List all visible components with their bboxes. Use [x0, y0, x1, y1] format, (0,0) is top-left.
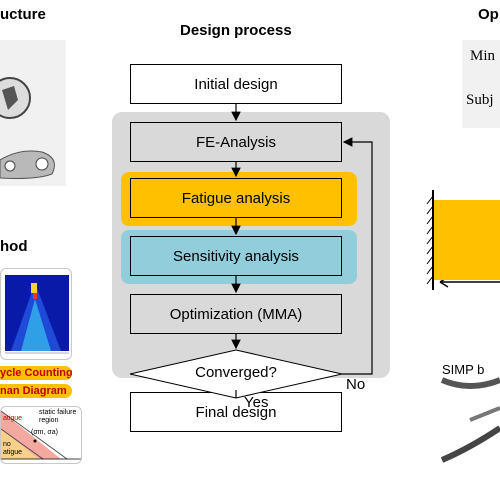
design-process-header: Design process — [180, 22, 292, 39]
rainflow-heatmap — [5, 275, 69, 354]
chain-link-image — [0, 77, 55, 179]
fatigue-label: atigue — [3, 415, 23, 422]
sensitivity-analysis-box: Sensitivity analysis — [130, 236, 342, 276]
haigh-diagram-pill: nan Diagram — [0, 384, 72, 398]
fe-analysis-box: FE-Analysis — [130, 122, 342, 162]
structure-image-panel — [0, 40, 66, 186]
minimize-label: Min — [470, 48, 496, 64]
heatmap-panel — [0, 268, 72, 360]
final-design-box: Final design — [130, 392, 342, 432]
fatigue-chart-panel: static failure region (σm, σa) atigue no… — [0, 406, 82, 464]
simp-label: SIMP b — [442, 362, 485, 377]
cycle-counting-pill: ycle Counting — [0, 366, 72, 380]
no-fatigue-label-2: atigue — [3, 449, 23, 456]
design-domain-beam — [434, 200, 500, 280]
converged-decision: Converged? — [195, 364, 277, 381]
method-header: hod — [0, 238, 28, 255]
structure-header: ucture — [0, 6, 46, 23]
fatigue-chart-drawing — [1, 410, 81, 460]
no-fatigue-label: no — [3, 441, 11, 448]
optimization-mma-box: Optimization (MMA) — [130, 294, 342, 334]
static-failure-label: static failure region — [39, 409, 77, 424]
optimization-formulation-panel: Min Subj — [462, 40, 500, 128]
initial-design-box: Initial design — [130, 64, 342, 104]
no-label: No — [346, 376, 366, 393]
optimization-header: Op — [478, 6, 499, 23]
subject-to-label: Subj — [466, 92, 494, 108]
yes-label: Yes — [244, 394, 269, 411]
fatigue-analysis-box: Fatigue analysis — [130, 178, 342, 218]
stress-point-label: (σm, σa) — [31, 429, 58, 436]
